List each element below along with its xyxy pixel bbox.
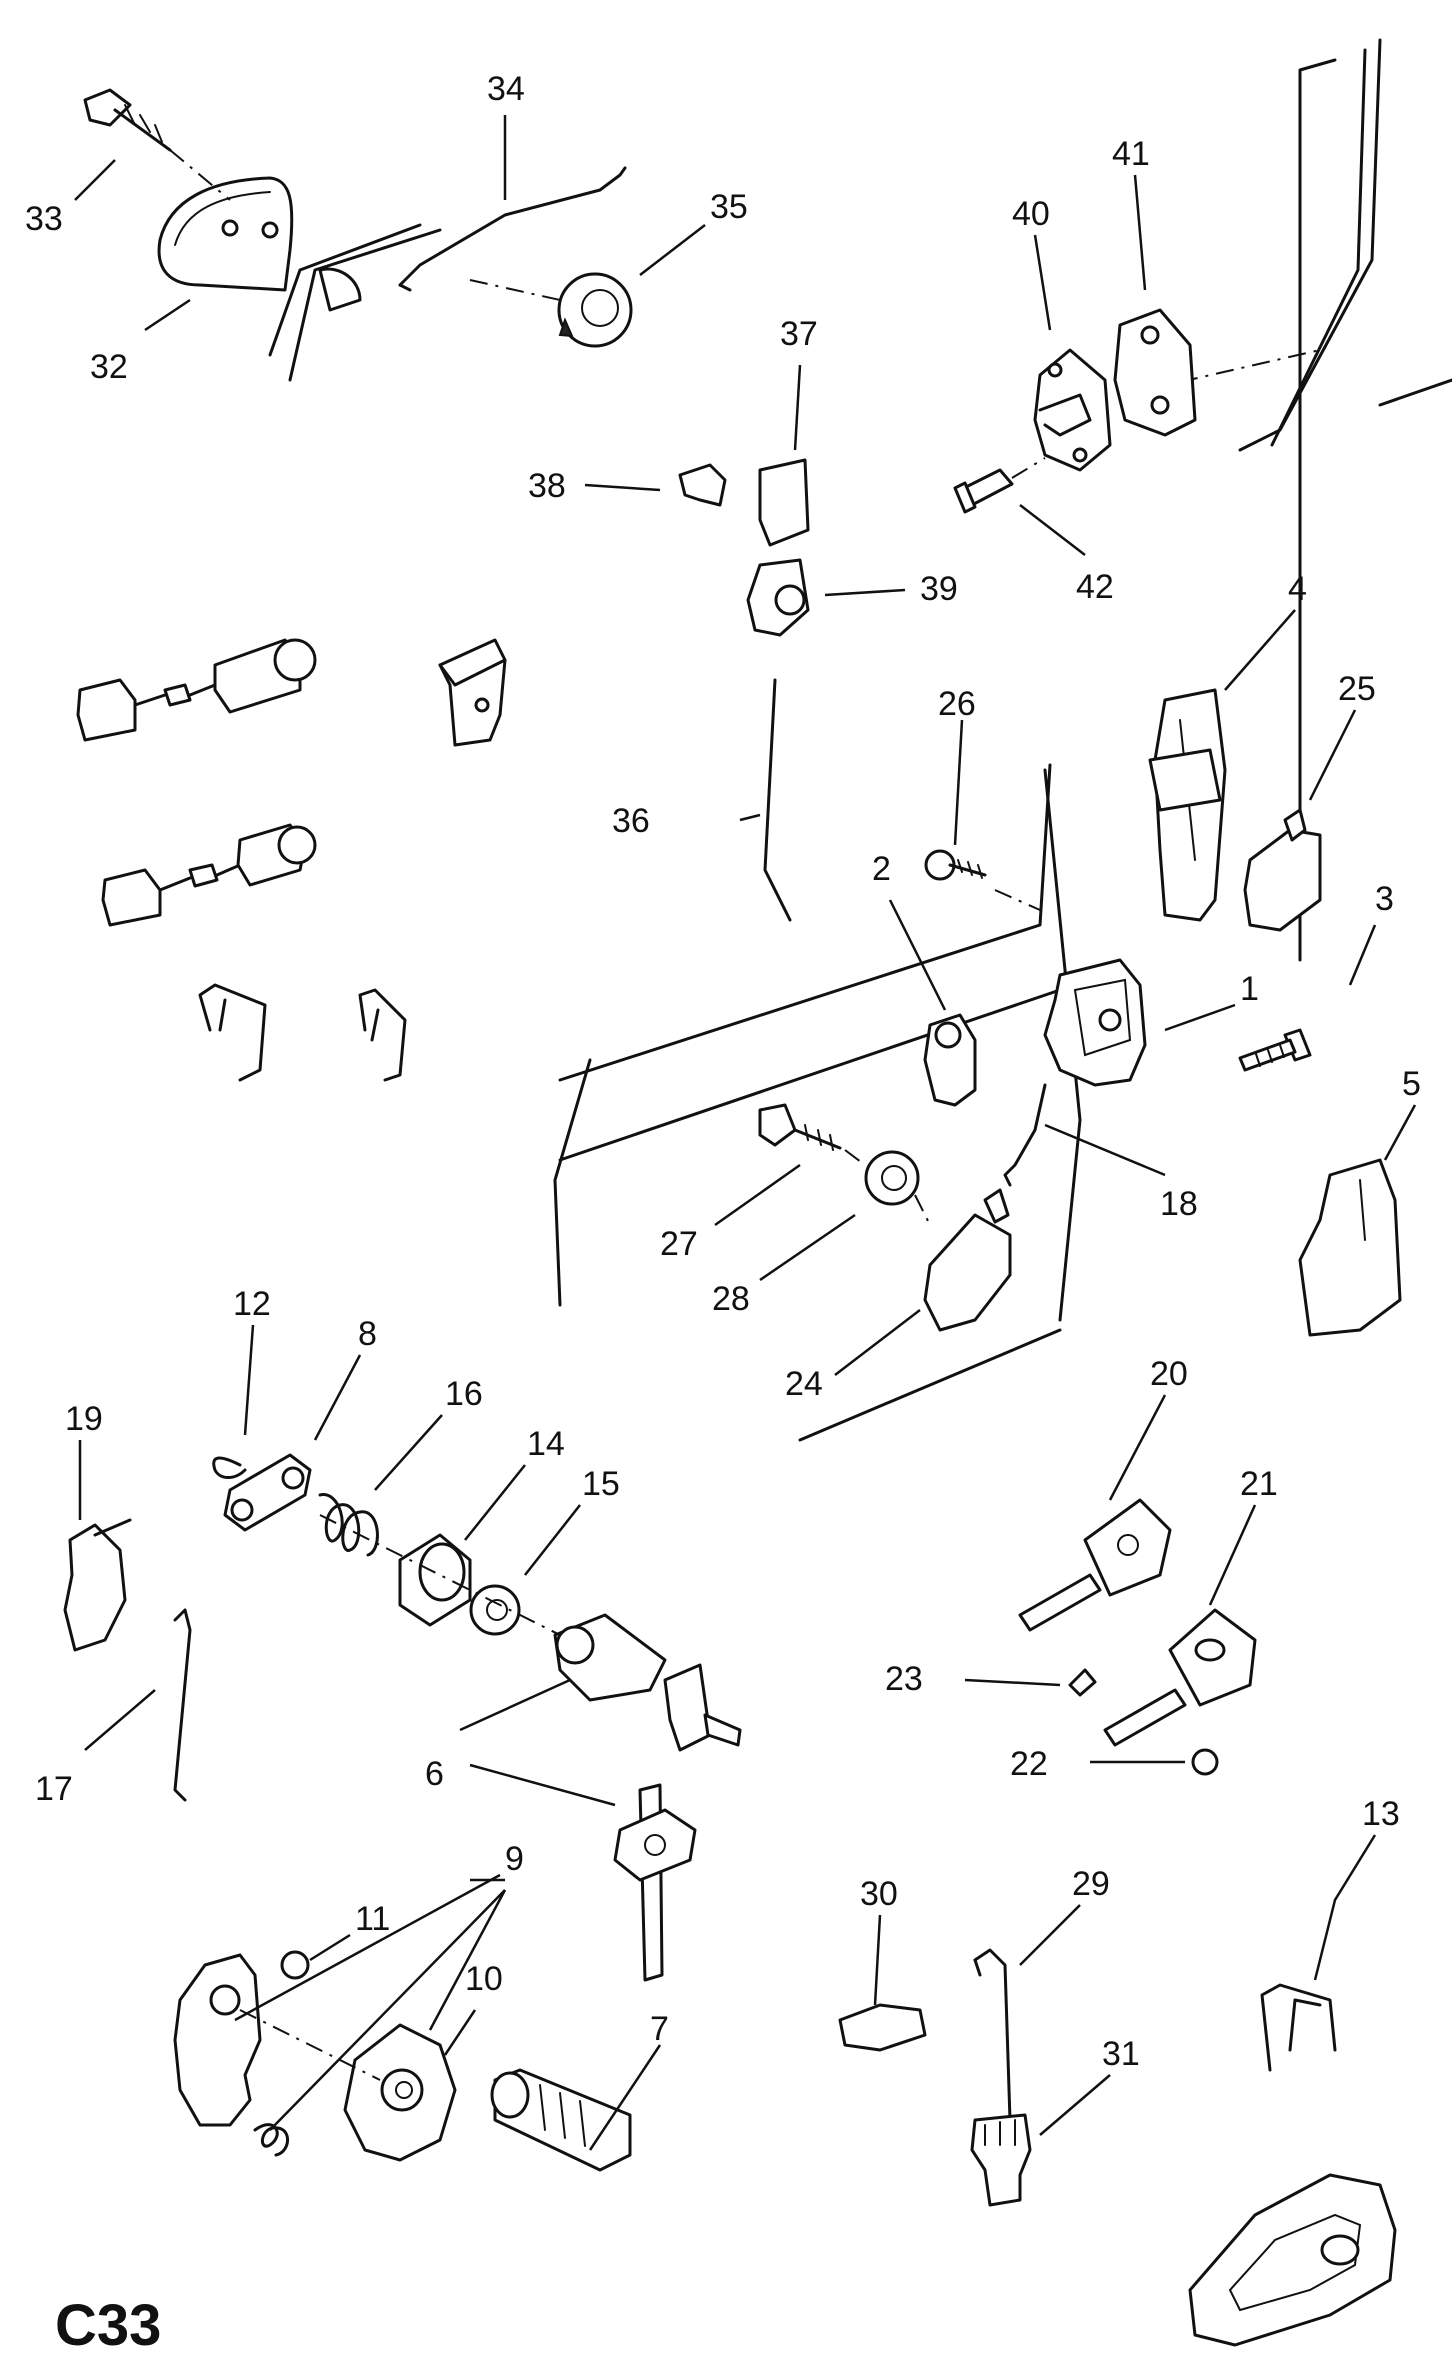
callout-7: 7: [650, 2010, 669, 2048]
part-11-ball: [280, 1950, 310, 1980]
part-32-handle-plate: [157, 176, 362, 312]
part-17-rod: [173, 1608, 192, 1802]
callout-22: 22: [1010, 1745, 1048, 1783]
callout-29: 29: [1072, 1865, 1110, 1903]
part-16-spring: [318, 1493, 379, 1557]
outer-door-handle: [1188, 2173, 1397, 2347]
part-39-knob: [746, 558, 810, 637]
part-35-cap: [469, 272, 633, 348]
callout-36: 36: [612, 802, 650, 840]
part-27-screw: [758, 1103, 842, 1151]
callout-34: 34: [487, 70, 525, 108]
callout-3: 3: [1375, 880, 1394, 918]
part-20-key: [1018, 1498, 1172, 1632]
spring-clips-pair: [198, 983, 407, 1082]
callout-11: 11: [355, 1900, 390, 1938]
part-15-washer: [319, 1514, 561, 1636]
part-37-cover: [758, 458, 810, 547]
callout-23: 23: [885, 1660, 923, 1698]
part-42-screw: [953, 457, 1046, 514]
part-28-grommet: [844, 1149, 920, 1206]
callout-42: 42: [1076, 568, 1114, 606]
callout-32: 32: [90, 348, 128, 386]
callout-35: 35: [710, 188, 748, 226]
part-31-knob: [970, 2113, 1032, 2207]
part-19-lever: [63, 1518, 132, 1652]
part-36-rod: [763, 678, 792, 922]
callout-39: 39: [920, 570, 958, 608]
callout-20: 20: [1150, 1355, 1188, 1393]
part-33-bolt: [83, 88, 231, 201]
door-panel-outlines: [268, 38, 1452, 1442]
leader-lines: [74, 115, 1417, 2151]
callout-24: 24: [785, 1365, 823, 1403]
callout-25: 25: [1338, 670, 1376, 708]
part-13-spring-clip: [1260, 1983, 1337, 2072]
callout-9: 9: [505, 1840, 524, 1878]
callout-40: 40: [1012, 195, 1050, 233]
part-21-key: [1103, 1608, 1257, 1747]
part-22-nut: [1191, 1748, 1219, 1776]
callout-33: 33: [25, 200, 63, 238]
callout-16: 16: [445, 1375, 483, 1413]
part-6-lock-cylinder-key: [553, 1613, 742, 1982]
part-18-rod: [1003, 1083, 1047, 1187]
callout-2: 2: [872, 850, 891, 888]
callout-31: 31: [1102, 2035, 1140, 2073]
part-10-cam-plate: [239, 2009, 457, 2162]
part-41-plate: [1113, 308, 1197, 437]
callout-37: 37: [780, 315, 818, 353]
callout-5: 5: [1402, 1065, 1421, 1103]
callout-26: 26: [938, 685, 976, 723]
sheet-code: C33: [55, 2293, 161, 2358]
part-29-rod: [973, 1948, 1012, 2122]
part-34-rod: [398, 166, 627, 292]
part-12-clip: [212, 1456, 247, 1479]
part-7-lock-cylinder: [490, 2068, 632, 2172]
callout-14: 14: [527, 1425, 565, 1463]
callout-labels: 33 32 34 35 37 38 39 36 40 41 42 4 25 26…: [25, 70, 1421, 2073]
lock-kit-upper: [76, 638, 317, 742]
callout-1: 1: [1240, 970, 1259, 1008]
bracket-small: [438, 638, 507, 747]
part-23-pin: [1068, 1668, 1097, 1697]
part-14-sleeve: [398, 1533, 472, 1627]
part-38-clip: [678, 463, 727, 507]
part-8-lever: [223, 1453, 312, 1532]
callout-6: 6: [425, 1755, 444, 1793]
callout-30: 30: [860, 1875, 898, 1913]
part-9-lock-housing: [173, 1953, 262, 2127]
callout-15: 15: [582, 1465, 620, 1503]
callout-38: 38: [528, 467, 566, 505]
callout-18: 18: [1160, 1185, 1198, 1223]
part-9-spring: [253, 2123, 289, 2157]
part-4-actuator-rail: [1148, 688, 1227, 922]
callout-27: 27: [660, 1225, 698, 1263]
part-30-clip: [838, 2003, 927, 2052]
part-2-connector: [923, 1013, 977, 1107]
part-24-motor: [914, 1188, 1012, 1332]
callout-17: 17: [35, 1770, 73, 1808]
callout-41: 41: [1112, 135, 1150, 173]
callout-28: 28: [712, 1280, 750, 1318]
part-25-motor: [1243, 808, 1322, 932]
callout-19: 19: [65, 1400, 103, 1438]
callout-4: 4: [1288, 570, 1307, 608]
part-5-bracket: [1298, 1158, 1402, 1337]
lock-kit-lower: [101, 823, 317, 927]
callout-10: 10: [465, 1960, 503, 1998]
callout-8: 8: [358, 1315, 377, 1353]
part-40-striker: [1033, 348, 1112, 472]
callout-13: 13: [1362, 1795, 1400, 1833]
part-26-screw: [924, 849, 987, 881]
part-1-door-lock: [1043, 958, 1147, 1087]
callout-21: 21: [1240, 1465, 1278, 1503]
callout-12: 12: [233, 1285, 271, 1323]
part-3-bolt: [1238, 1028, 1312, 1072]
